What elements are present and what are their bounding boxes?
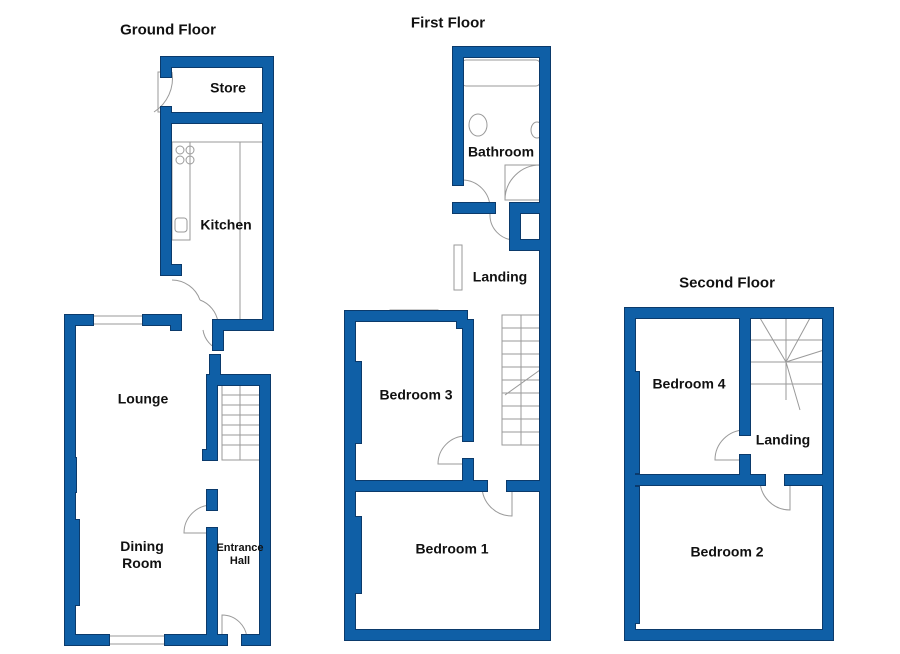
bath-icon xyxy=(461,59,541,87)
ground-floor-title: Ground Floor xyxy=(120,21,216,39)
room-label-bathroom: Bathroom xyxy=(467,143,535,160)
room-label-entrance-hall: Entrance Hall xyxy=(216,542,264,567)
room-label-bedroom-4: Bedroom 4 xyxy=(652,375,726,392)
room-label-dining-room: Dining Room xyxy=(120,538,164,571)
window xyxy=(453,244,463,291)
sink-icon xyxy=(174,217,188,233)
window xyxy=(103,635,171,645)
room-label-bedroom-1: Bedroom 1 xyxy=(415,540,489,557)
window xyxy=(87,315,149,325)
room-label-kitchen: Kitchen xyxy=(200,216,252,233)
room-label-store: Store xyxy=(210,79,246,96)
toilet-icon xyxy=(468,113,488,137)
second-floor-title: Second Floor xyxy=(679,274,775,292)
room-label-bedroom-2: Bedroom 2 xyxy=(690,543,764,560)
first-stairs xyxy=(501,314,541,446)
first-floor-title: First Floor xyxy=(410,14,486,32)
second-stairs xyxy=(748,317,825,411)
shower-icon xyxy=(504,164,541,201)
room-label-bedroom-3: Bedroom 3 xyxy=(379,386,453,403)
room-label-lounge: Lounge xyxy=(117,390,169,407)
room-label-landing: Landing xyxy=(472,268,528,285)
ground-stairs xyxy=(221,384,263,461)
walls xyxy=(64,46,834,646)
room-label-landing-2: Landing xyxy=(755,431,811,448)
hob-icon xyxy=(175,145,185,155)
bedroom3-door xyxy=(437,435,467,465)
